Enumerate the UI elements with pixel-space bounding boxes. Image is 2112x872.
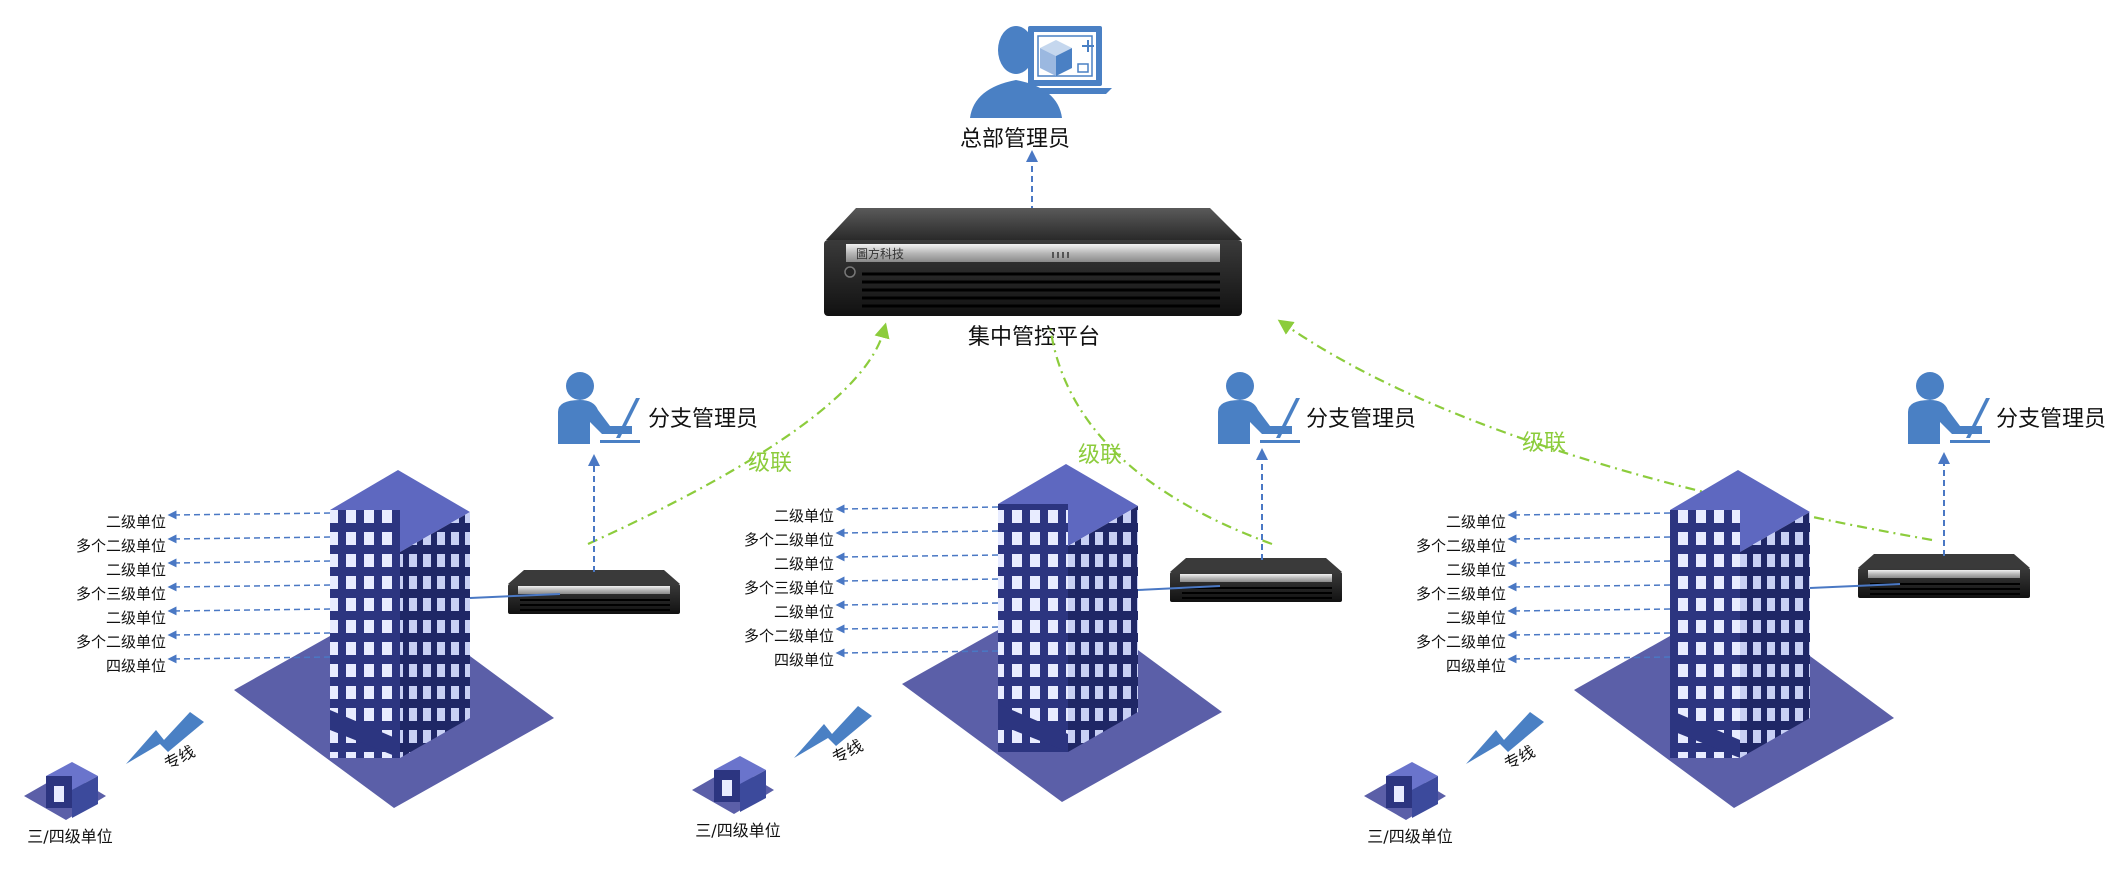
remote-label: 三/四级单位 [695,821,780,840]
unit-label: 二级单位 [106,561,166,579]
person-icon [970,26,1062,118]
laptop-icon [600,398,640,443]
unit-label: 二级单位 [1446,609,1506,627]
branch-1-admin: 分支管理员 [558,372,758,444]
cascade-link-3 [1277,319,1933,542]
cube-icon [1040,40,1072,76]
remote-label: 三/四级单位 [27,827,112,846]
person-icon [1226,372,1254,400]
remote-label: 三/四级单位 [1367,827,1452,846]
cascade-link-1 [587,322,890,546]
lightning-icon [1466,712,1544,764]
unit-label: 多个二级单位 [1416,537,1506,555]
remote-site-icon [692,756,774,814]
branch-1-units: 二级单位 多个二级单位 二级单位 多个三级单位 二级单位 多个二级单位 四级单位 [76,510,331,675]
person-icon [1916,372,1944,400]
branch-3-server [1858,554,2030,598]
unit-label: 多个二级单位 [1416,633,1506,651]
unit-label: 二级单位 [774,603,834,621]
cascade-label-2: 级联 [1078,443,1122,468]
person-icon [566,372,594,400]
unit-label: 多个三级单位 [76,585,166,603]
lightning-icon [126,712,204,764]
unit-label: 四级单位 [774,651,834,669]
unit-label: 二级单位 [106,609,166,627]
remote-site-icon [24,762,106,820]
power-button-icon [844,266,856,278]
branch-3-units: 二级单位 多个二级单位 二级单位 多个三级单位 二级单位 多个二级单位 四级单位 [1416,510,1671,675]
laptop-icon [1260,398,1300,443]
unit-label: 二级单位 [106,513,166,531]
cascade-link-2 [1048,325,1273,546]
unit-label: 多个二级单位 [76,633,166,651]
server-faceplate [846,244,1220,262]
unit-label: 四级单位 [106,657,166,675]
unit-label: 四级单位 [1446,657,1506,675]
unit-label: 二级单位 [1446,513,1506,531]
unit-label: 二级单位 [774,507,834,525]
unit-label: 多个二级单位 [76,537,166,555]
branch-3-admin: 分支管理员 [1908,372,2106,444]
branch-3: 分支管理员 二级单位 多个二级单位 二级单位 多个三级单位 二级单位 多个二级单… [1364,372,2106,846]
unit-label: 二级单位 [1446,561,1506,579]
remote-site-icon [1364,762,1446,820]
central-server: 圖方科技 [824,208,1242,316]
unit-label: 多个二级单位 [744,627,834,645]
unit-label: 多个三级单位 [744,579,834,597]
branch-2-server [1170,558,1342,602]
branch-1-server [508,570,680,614]
hq-admin-label: 总部管理员 [960,127,1070,152]
unit-label: 多个三级单位 [1416,585,1506,603]
lightning-icon [794,706,872,758]
unit-label: 二级单位 [774,555,834,573]
branch-2-admin-label: 分支管理员 [1306,407,1416,432]
branch-1: 分支管理员 二级单位 多个二级单位 二级单位 多个三级单位 二级单位 多个二级单… [24,372,758,846]
laptop-icon [1950,398,1990,443]
platform-label: 集中管控平台 [968,325,1100,350]
branch-2-admin: 分支管理员 [1218,372,1416,444]
hq-admin: 总部管理员 [960,26,1112,152]
cascade-label-1: 级联 [748,451,792,476]
server-brand: 圖方科技 [856,246,904,261]
branch-2-units: 二级单位 多个二级单位 二级单位 多个三级单位 二级单位 多个二级单位 四级单位 [744,504,999,669]
unit-label: 多个二级单位 [744,531,834,549]
branch-3-admin-label: 分支管理员 [1996,407,2106,432]
branch-1-admin-label: 分支管理员 [648,407,758,432]
branch-2: 分支管理员 二级单位 多个二级单位 二级单位 多个三级单位 二级单位 多个二级单… [692,372,1416,840]
cascade-label-3: 级联 [1522,431,1566,456]
